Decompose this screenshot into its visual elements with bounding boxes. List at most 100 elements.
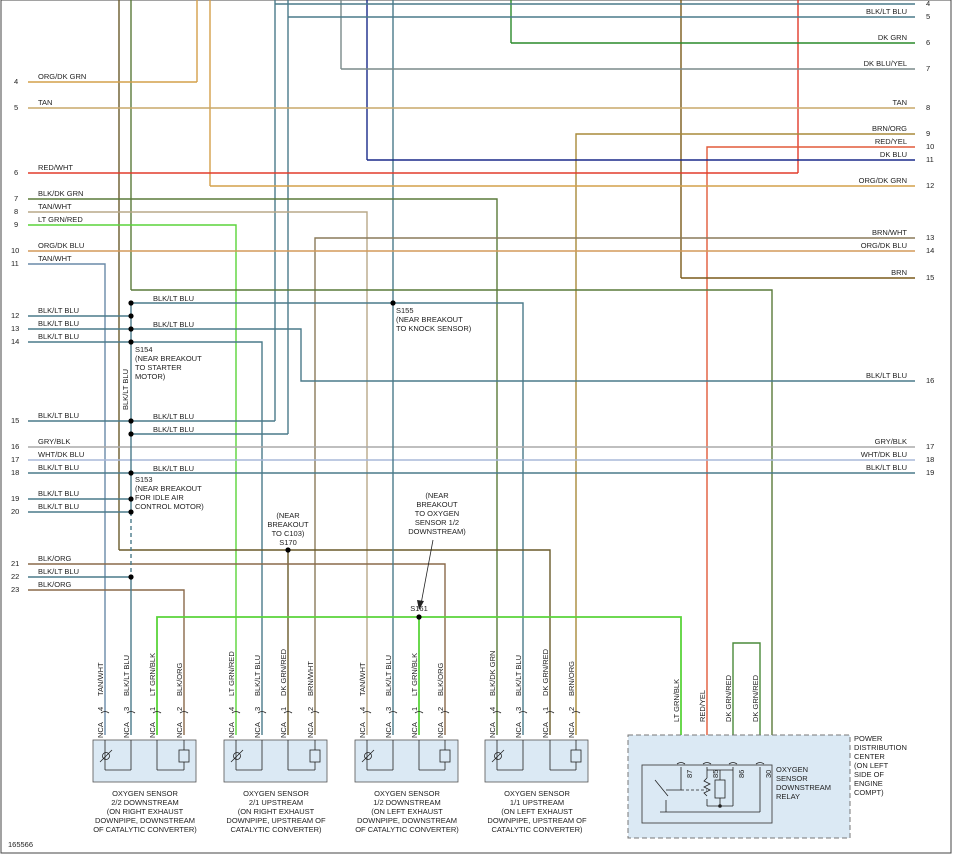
svg-text:BLK/LT BLU: BLK/LT BLU: [38, 306, 79, 315]
svg-text:TO STARTER: TO STARTER: [135, 363, 182, 372]
svg-text:9: 9: [14, 220, 18, 229]
svg-text:BLK/LT BLU: BLK/LT BLU: [38, 332, 79, 341]
s170-label: S170: [279, 538, 297, 547]
svg-text:(ON LEFT: (ON LEFT: [854, 761, 889, 770]
svg-text:2: 2: [175, 707, 184, 711]
svg-text:NCA: NCA: [253, 722, 262, 738]
svg-text:13: 13: [926, 233, 934, 242]
svg-text:18: 18: [11, 468, 19, 477]
svg-text:21: 21: [11, 559, 19, 568]
svg-text:16: 16: [926, 376, 934, 385]
svg-text:1/1 UPSTREAM: 1/1 UPSTREAM: [510, 798, 564, 807]
svg-text:11: 11: [926, 155, 934, 164]
svg-text:19: 19: [11, 494, 19, 503]
s153-label: S153: [135, 475, 153, 484]
svg-text:4: 4: [488, 707, 497, 711]
svg-text:4: 4: [926, 0, 930, 8]
svg-text:8: 8: [926, 103, 930, 112]
svg-text:OXYGEN SENSOR: OXYGEN SENSOR: [374, 789, 440, 798]
svg-text:LT GRN/BLK: LT GRN/BLK: [410, 653, 419, 696]
svg-text:NCA: NCA: [514, 722, 523, 738]
s154-label: S154: [135, 345, 153, 354]
svg-text:BLK/DK GRN: BLK/DK GRN: [38, 189, 83, 198]
svg-text:(NEAR: (NEAR: [425, 491, 449, 500]
svg-text:BLK/LT BLU: BLK/LT BLU: [153, 412, 194, 421]
svg-text:17: 17: [926, 442, 934, 451]
svg-text:3: 3: [514, 707, 523, 711]
svg-text:BLK/LT BLU: BLK/LT BLU: [866, 463, 907, 472]
svg-text:TO KNOCK SENSOR): TO KNOCK SENSOR): [396, 324, 472, 333]
svg-text:NCA: NCA: [358, 722, 367, 738]
svg-text:DK BLU/YEL: DK BLU/YEL: [864, 59, 907, 68]
oxygen-sensor-1-2: TAN/WHT BLK/LT BLU LT GRN/BLK BLK/ORG NC…: [354, 653, 459, 834]
svg-text:DK GRN: DK GRN: [878, 33, 907, 42]
svg-text:BLK/LT BLU: BLK/LT BLU: [38, 463, 79, 472]
svg-text:7: 7: [926, 64, 930, 73]
svg-text:10: 10: [11, 246, 19, 255]
splice-labels: BLK/LT BLU BLK/LT BLU BLK/LT BLU BLK/LT …: [121, 294, 472, 613]
svg-text:85: 85: [711, 770, 720, 778]
svg-text:BLK/LT BLU: BLK/LT BLU: [253, 655, 262, 696]
svg-text:NCA: NCA: [279, 722, 288, 738]
splice-dots: [128, 300, 422, 620]
svg-text:BLK/LT BLU: BLK/LT BLU: [38, 567, 79, 576]
svg-text:GRY/BLK: GRY/BLK: [38, 437, 70, 446]
svg-text:4: 4: [358, 707, 367, 711]
svg-text:(NEAR: (NEAR: [276, 511, 300, 520]
svg-text:1: 1: [410, 707, 419, 711]
svg-text:12: 12: [11, 311, 19, 320]
svg-text:14: 14: [11, 337, 19, 346]
svg-text:12: 12: [926, 181, 934, 190]
svg-text:(ON LEFT EXHAUST: (ON LEFT EXHAUST: [371, 807, 443, 816]
svg-text:NCA: NCA: [175, 722, 184, 738]
svg-text:14: 14: [926, 246, 934, 255]
svg-text:ENGINE: ENGINE: [854, 779, 883, 788]
svg-text:DK BLU: DK BLU: [880, 150, 907, 159]
svg-text:POWER: POWER: [854, 734, 883, 743]
svg-text:DK GRN/RED: DK GRN/RED: [724, 674, 733, 722]
svg-text:BLK/LT BLU: BLK/LT BLU: [38, 489, 79, 498]
oxygen-sensor-2-1: LT GRN/RED BLK/LT BLU DK GRN/RED BRN/WHT…: [223, 648, 328, 834]
svg-text:DOWNPIPE, DOWNSTREAM: DOWNPIPE, DOWNSTREAM: [357, 816, 457, 825]
svg-text:8: 8: [14, 207, 18, 216]
svg-text:16: 16: [11, 442, 19, 451]
svg-text:4: 4: [227, 707, 236, 711]
svg-text:6: 6: [926, 38, 930, 47]
svg-text:TAN/WHT: TAN/WHT: [358, 662, 367, 696]
horizontal-wires: [28, 3, 915, 765]
svg-text:SENSOR: SENSOR: [776, 774, 808, 783]
svg-text:DOWNPIPE, UPSTREAM OF: DOWNPIPE, UPSTREAM OF: [226, 816, 326, 825]
oxygen-sensor-1-1: BLK/DK GRN BLK/LT BLU DK GRN/RED BRN/ORG…: [484, 648, 589, 834]
svg-text:OXYGEN: OXYGEN: [776, 765, 808, 774]
top-vertical-wires: [118, 0, 799, 550]
svg-text:ORG/DK BLU: ORG/DK BLU: [38, 241, 84, 250]
svg-text:BLK/LT BLU: BLK/LT BLU: [866, 7, 907, 16]
svg-text:2: 2: [567, 707, 576, 711]
svg-text:BLK/LT BLU: BLK/LT BLU: [38, 319, 79, 328]
svg-text:TO C103): TO C103): [272, 529, 305, 538]
svg-text:BLK/ORG: BLK/ORG: [38, 554, 72, 563]
power-distribution-center: LT GRN/BLK RED/YEL DK GRN/RED DK GRN/RED…: [627, 674, 907, 839]
s161-pointer: [417, 539, 434, 610]
svg-text:NCA: NCA: [384, 722, 393, 738]
svg-text:BLK/LT BLU: BLK/LT BLU: [384, 655, 393, 696]
svg-text:NCA: NCA: [436, 722, 445, 738]
svg-text:9: 9: [926, 129, 930, 138]
svg-text:BRN/ORG: BRN/ORG: [567, 661, 576, 696]
s155-label: S155: [396, 306, 414, 315]
svg-text:NCA: NCA: [541, 722, 550, 738]
svg-text:5: 5: [926, 12, 930, 21]
svg-text:DK GRN/RED: DK GRN/RED: [541, 648, 550, 696]
svg-text:CATALYTIC CONVERTER): CATALYTIC CONVERTER): [491, 825, 583, 834]
svg-text:FOR IDLE AIR: FOR IDLE AIR: [135, 493, 184, 502]
svg-text:NCA: NCA: [410, 722, 419, 738]
svg-text:87: 87: [685, 770, 694, 778]
svg-text:RED/YEL: RED/YEL: [698, 690, 707, 722]
svg-text:4: 4: [96, 707, 105, 711]
svg-text:(ON LEFT EXHAUST: (ON LEFT EXHAUST: [501, 807, 573, 816]
svg-text:1: 1: [279, 707, 288, 711]
svg-text:30: 30: [764, 770, 773, 778]
svg-text:NCA: NCA: [96, 722, 105, 738]
